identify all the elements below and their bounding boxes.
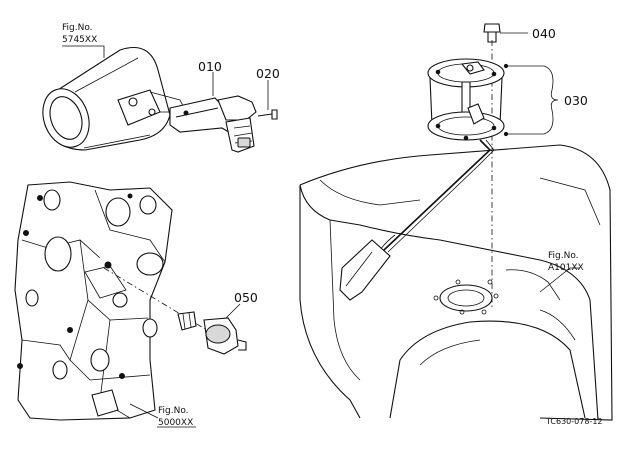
part-050-switch[interactable]: [103, 267, 247, 355]
part-number-020[interactable]: 020: [256, 66, 280, 81]
part-030-fuel-sender[interactable]: [339, 40, 559, 310]
leader-5745xx: [62, 45, 105, 58]
part-010-sensor[interactable]: [169, 72, 257, 153]
fig-ref-5000xx-line2: 5000XX: [158, 418, 193, 428]
part-number-050[interactable]: 050: [234, 290, 258, 305]
leader-5000xx: [129, 403, 159, 419]
engine-block: [14, 181, 173, 421]
part-number-030[interactable]: 030: [564, 93, 588, 108]
part-020-screw[interactable]: [257, 80, 278, 120]
fig-ref-5745xx-line2: 5745XX: [62, 35, 97, 45]
fig-ref-a101xx-line2: A101XX: [548, 263, 584, 273]
drawing-code: TC630-078-12: [545, 417, 603, 426]
fuel-tank: [299, 144, 613, 421]
fig-ref-5000xx-line1: Fig.No.: [158, 406, 189, 416]
air-cleaner-housing: [42, 46, 187, 151]
part-040-bolt[interactable]: [483, 23, 528, 43]
fig-ref-a101xx-line1: Fig.No.: [548, 251, 579, 261]
part-number-040[interactable]: 040: [532, 26, 556, 41]
fig-ref-5745xx-line1: Fig.No.: [62, 23, 93, 33]
leader-a101xx: [539, 267, 580, 293]
part-number-010[interactable]: 010: [198, 59, 222, 74]
